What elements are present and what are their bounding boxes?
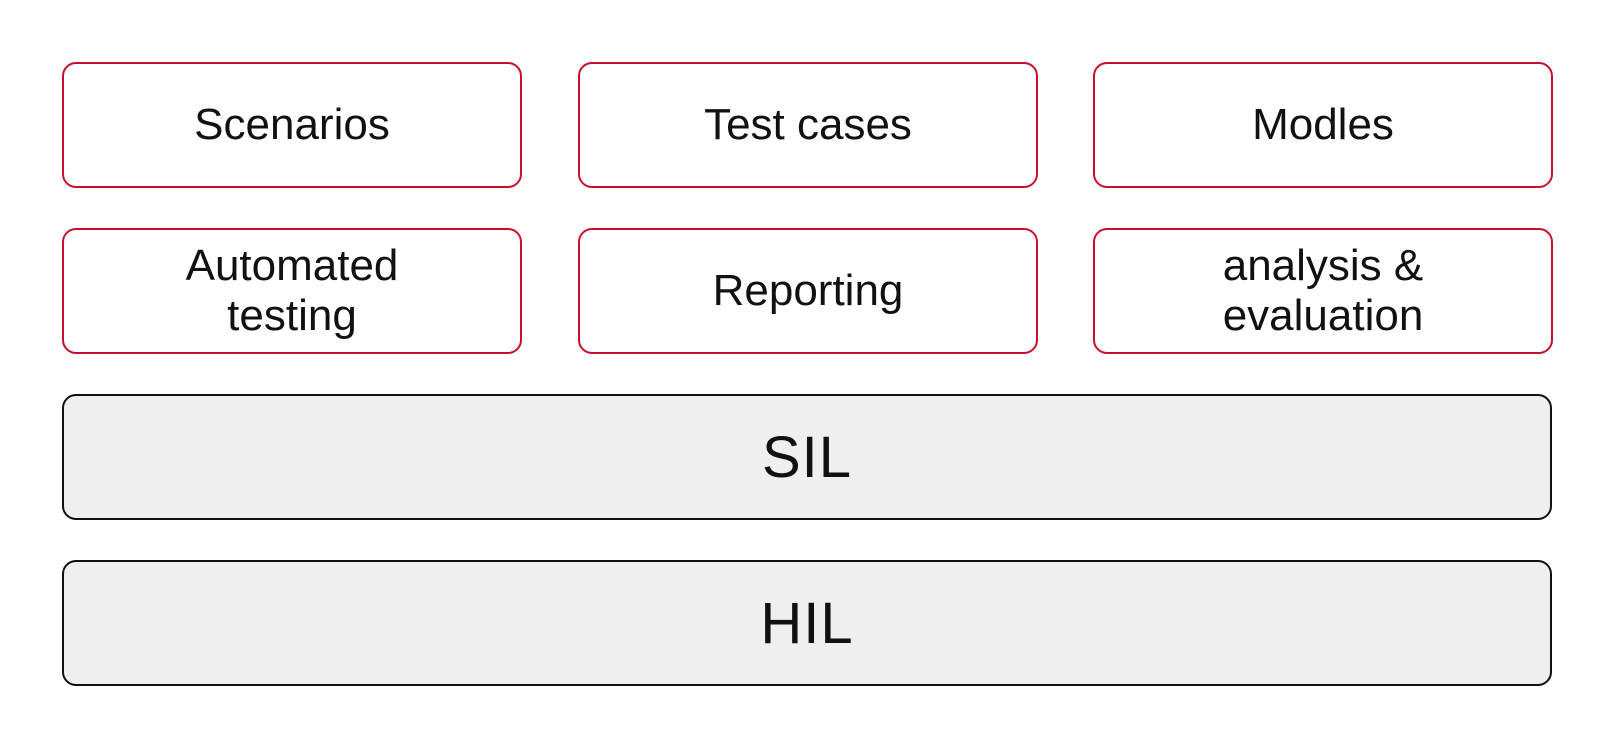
layer-bar-hil: HIL bbox=[62, 560, 1552, 686]
module-label: Modles bbox=[1252, 100, 1394, 149]
module-label: Automated testing bbox=[185, 241, 399, 340]
layer-label: SIL bbox=[761, 424, 853, 490]
module-label: Test cases bbox=[704, 100, 912, 149]
module-box-automated-testing: Automated testing bbox=[62, 228, 522, 354]
module-box-modles: Modles bbox=[1093, 62, 1553, 188]
module-label: analysis & evaluation bbox=[1222, 241, 1424, 340]
module-label: Reporting bbox=[712, 266, 904, 315]
module-label: Scenarios bbox=[194, 100, 390, 149]
module-box-analysis-evaluation: analysis & evaluation bbox=[1093, 228, 1553, 354]
module-box-scenarios: Scenarios bbox=[62, 62, 522, 188]
module-box-test-cases: Test cases bbox=[578, 62, 1038, 188]
module-box-reporting: Reporting bbox=[578, 228, 1038, 354]
layer-label: HIL bbox=[760, 590, 854, 656]
layer-bar-sil: SIL bbox=[62, 394, 1552, 520]
